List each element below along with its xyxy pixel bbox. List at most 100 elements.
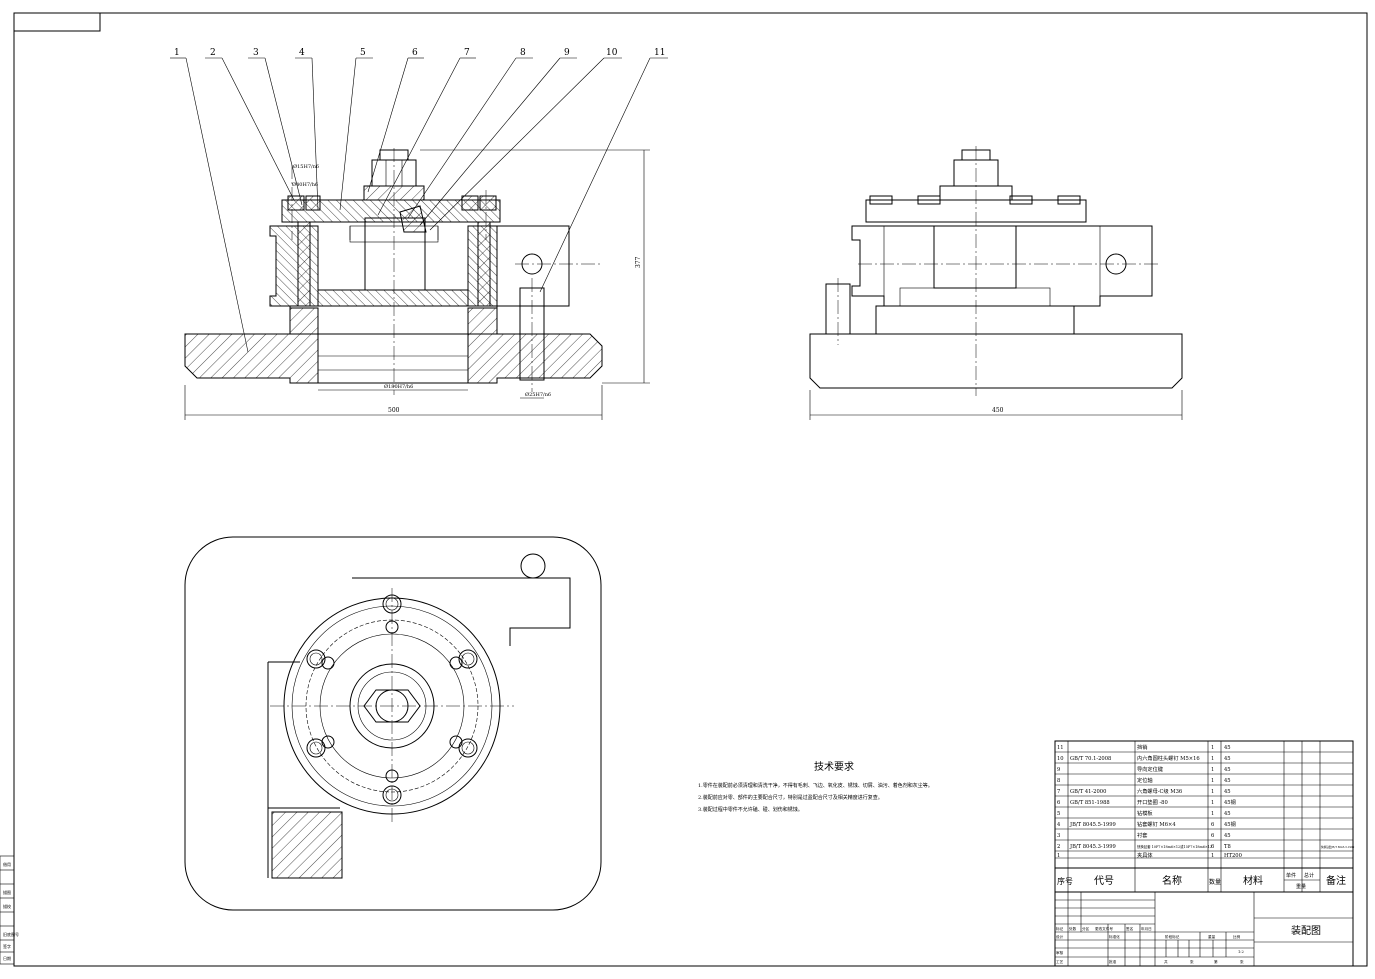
strip-label-5: 旧底图号 xyxy=(3,931,19,937)
left-strip: 借用 描图 描校 旧底图号 签字 日期 xyxy=(0,855,19,965)
bom-r8-name: 钻套螺钉 M6×4 xyxy=(1137,820,1176,828)
tb-label-sheet: 张 xyxy=(1240,959,1244,964)
sheet-border xyxy=(13,12,1368,967)
front-section-view: 500 377 Ø180H7/h6 Ø25H7/n6 Ø40H7/h6 Ø15H… xyxy=(184,148,650,420)
bom-r8-no: 4 xyxy=(1057,822,1061,828)
bom-r11-mat: HT200 xyxy=(1224,853,1242,859)
balloon-6: 6 xyxy=(412,48,418,58)
bom-r9-mat: 45 xyxy=(1224,833,1231,839)
dim-pin: Ø25H7/n6 xyxy=(525,391,551,398)
dim-bore: Ø180H7/h6 xyxy=(384,383,413,390)
tb-label-zone: 分区 xyxy=(1082,926,1090,931)
bom-r9-name: 衬套 xyxy=(1137,831,1148,839)
balloon-2: 2 xyxy=(210,48,216,58)
tb-scale-value: 1:2 xyxy=(1238,950,1244,954)
tb-label-sheet-no: 第 xyxy=(1214,959,1218,964)
strip-label-8: 日期 xyxy=(3,955,11,961)
bom-r10-code: JB/T 8045.3-1999 xyxy=(1069,844,1116,850)
strip-label-2: 描图 xyxy=(3,889,11,895)
bom-h-note: 备注 xyxy=(1326,874,1346,887)
tb-label-approve: 批准 xyxy=(1109,959,1117,964)
bom-r1-qty: 1 xyxy=(1211,745,1214,751)
bom-r6-code: GB/T 851-1988 xyxy=(1070,800,1110,806)
bom-r3-name: 导向定位键 xyxy=(1137,765,1163,773)
bom-r2-code: GB/T 70.1-2008 xyxy=(1070,756,1111,762)
bom-r11-no: 1 xyxy=(1057,853,1060,859)
balloon-10: 10 xyxy=(606,48,618,58)
bom-r1-mat: 45 xyxy=(1224,745,1231,751)
tb-label-review: 审核 xyxy=(1056,950,1064,955)
bom-h-name: 名称 xyxy=(1162,874,1182,887)
tech-line-1: 1.零件在装配前必须清理和清洗干净，不得有毛刺、飞边、氧化皮、锈蚀、切屑、油污、… xyxy=(698,782,933,789)
bom-r10-no: 2 xyxy=(1057,844,1060,850)
tb-label-stage: 阶段标记 xyxy=(1165,934,1180,939)
bom-h-no: 序号 xyxy=(1057,876,1073,886)
tech-title: 技术要求 xyxy=(814,760,854,773)
balloon-9: 9 xyxy=(564,48,570,58)
bom-table: 11 挡销 1 45 10 GB/T 70.1-2008 内六角圆柱头螺钉 M5… xyxy=(1054,740,1355,967)
tb-label-weight: 重量 xyxy=(1208,934,1216,939)
base-right-section xyxy=(467,307,603,384)
tb-label-total: 共 xyxy=(1164,959,1168,964)
base-left-section xyxy=(184,307,319,384)
body-left-wall xyxy=(269,225,319,307)
bom-r2-qty: 1 xyxy=(1211,756,1214,762)
bom-r10-note: 快换钻套JB/T 8045.3-1999 xyxy=(1321,845,1355,849)
title-block: 装配图 标记 处数 分区 更改文件号 签名 年月日 设计 标准化 审核 工艺 批… xyxy=(1055,892,1353,966)
dim-front-height: 377 xyxy=(635,256,642,268)
bom-r8-code: JB/T 8045.5-1999 xyxy=(1069,822,1116,828)
bom-r1-no: 11 xyxy=(1057,745,1064,751)
tb-label-sign: 签名 xyxy=(1126,926,1134,931)
bom-r8-qty: 6 xyxy=(1211,822,1214,828)
balloon-4: 4 xyxy=(299,48,305,58)
dim-front-width: 500 xyxy=(388,407,400,414)
tb-label-count: 处数 xyxy=(1069,926,1077,931)
strip-label-3: 描校 xyxy=(3,903,11,909)
bom-r6-name: 开口垫圈 -80 xyxy=(1137,798,1168,806)
balloon-7: 7 xyxy=(464,48,470,58)
bom-r7-mat: 45 xyxy=(1224,811,1231,817)
bom-h-qty: 数量 xyxy=(1209,878,1221,886)
bom-r7-name: 钻模板 xyxy=(1137,809,1153,817)
bom-r5-name: 六角螺母-C级 M36 xyxy=(1137,787,1182,795)
bom-h-total: 总计 xyxy=(1304,872,1314,879)
bom-r2-no: 10 xyxy=(1057,756,1064,762)
bom-r6-no: 6 xyxy=(1057,800,1060,806)
balloon-1: 1 xyxy=(174,48,180,58)
bom-r5-mat: 45 xyxy=(1224,789,1231,795)
bom-h-weight: 重量 xyxy=(1296,883,1306,890)
balloon-leaders: 1 2 3 4 5 6 7 8 9 10 11 xyxy=(170,48,668,353)
balloon-8: 8 xyxy=(520,48,526,58)
bom-r5-code: GB/T 41-2000 xyxy=(1070,789,1106,795)
bom-r11-qty: 1 xyxy=(1211,853,1214,859)
bom-r9-no: 3 xyxy=(1057,833,1060,839)
bom-r6-mat: 45钢 xyxy=(1224,798,1236,806)
bom-r6-qty: 1 xyxy=(1211,800,1214,806)
bom-h-mat: 材料 xyxy=(1243,874,1263,887)
bom-r5-no: 7 xyxy=(1057,789,1060,795)
tb-label-mark: 标记 xyxy=(1056,926,1064,931)
tb-label-process: 工艺 xyxy=(1056,959,1064,964)
tech-requirements: 技术要求 1.零件在装配前必须清理和清洗干净，不得有毛刺、飞边、氧化皮、锈蚀、切… xyxy=(698,760,933,813)
guide-key xyxy=(399,205,427,233)
bom-r7-qty: 1 xyxy=(1211,811,1214,817)
top-view-frame xyxy=(184,536,602,911)
bom-r9-qty: 6 xyxy=(1211,833,1214,839)
bom-h-unit: 单件 xyxy=(1286,872,1296,879)
bom-r11-name: 夹具体 xyxy=(1137,851,1153,859)
strip-label-7: 签字 xyxy=(3,943,11,949)
bom-r1-name: 挡销 xyxy=(1137,743,1147,751)
bom-r10-name: 快换钻套 10F7×18m6×12或15F7×18m6×12 xyxy=(1137,844,1212,849)
sheet-tag-box xyxy=(13,12,101,32)
side-view: 450 xyxy=(809,146,1183,420)
drawing-name: 装配图 xyxy=(1291,924,1321,937)
bom-r3-no: 9 xyxy=(1057,767,1060,773)
tb-label-standard: 标准化 xyxy=(1109,934,1120,939)
tb-label-scale: 比例 xyxy=(1233,934,1241,939)
bom-r3-qty: 1 xyxy=(1211,767,1214,773)
top-view xyxy=(184,536,602,911)
bom-h-code: 代号 xyxy=(1094,875,1114,887)
bom-r2-mat: 45 xyxy=(1224,756,1231,762)
balloon-11: 11 xyxy=(654,48,665,58)
